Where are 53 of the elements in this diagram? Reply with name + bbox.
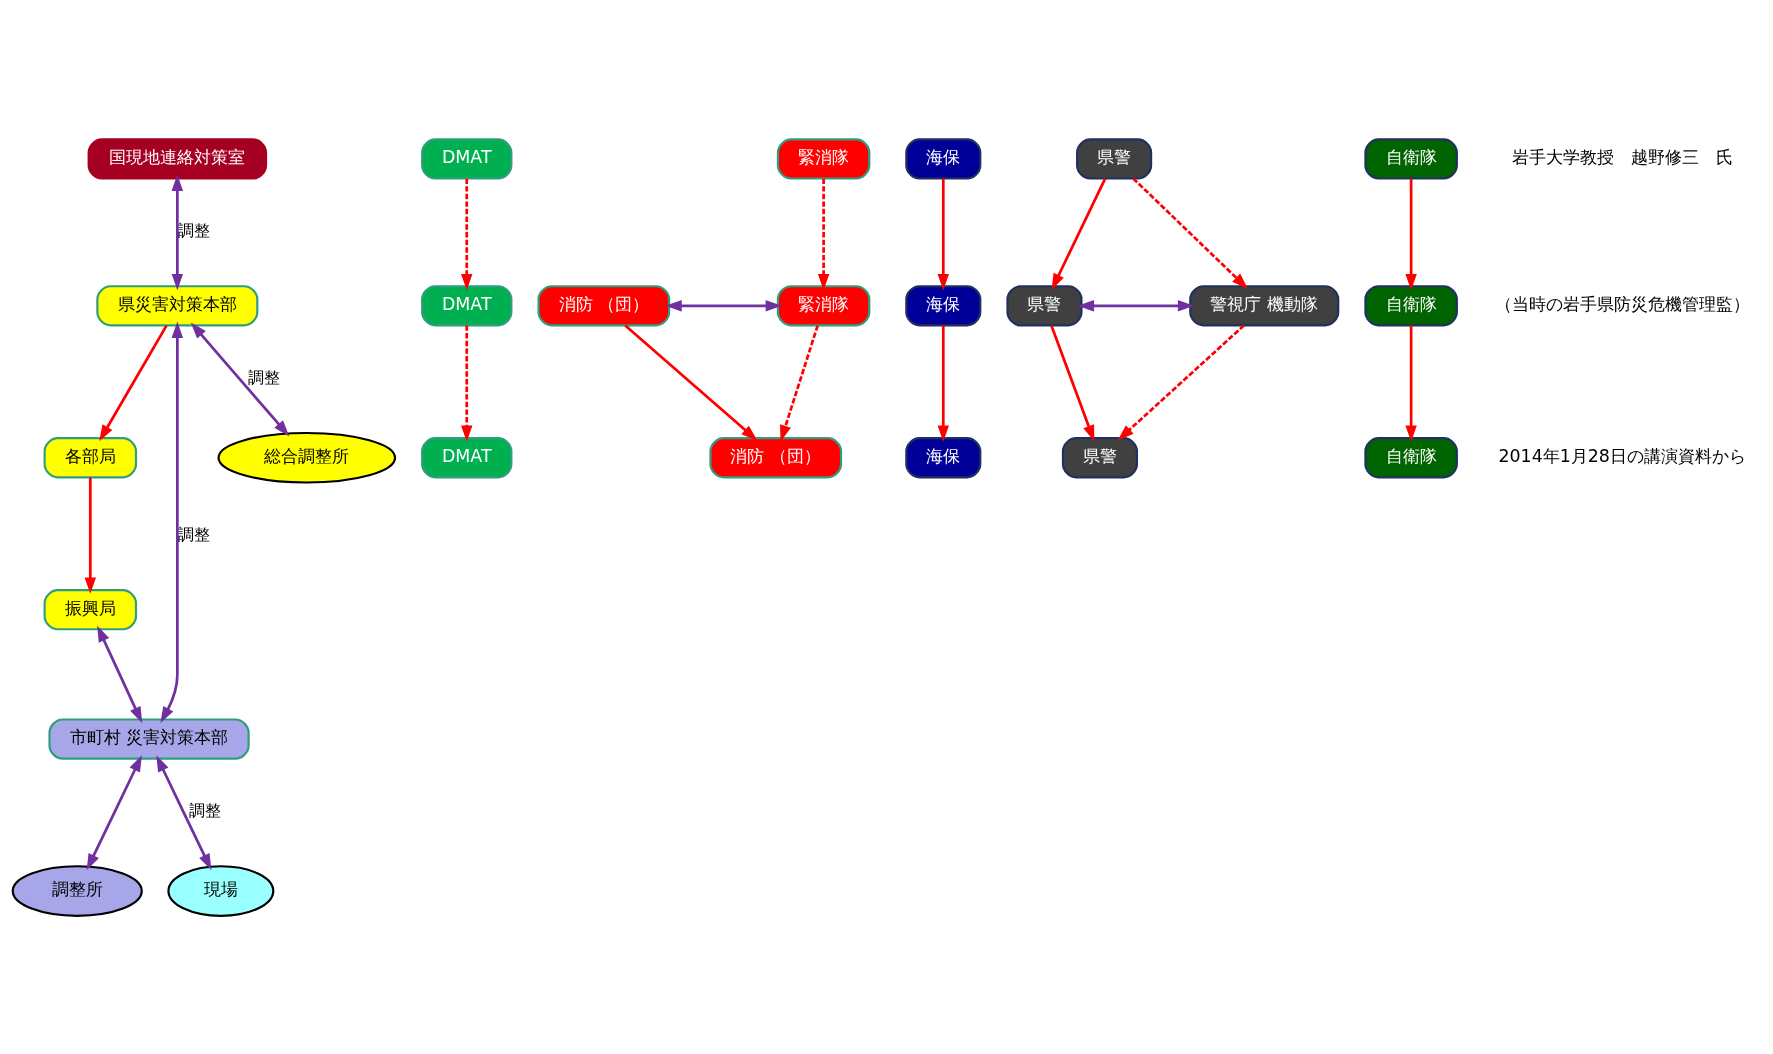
arrow bbox=[160, 321, 184, 723]
arrow bbox=[1077, 299, 1195, 312]
arrow bbox=[1117, 324, 1245, 441]
node-box: 振興局 bbox=[43, 588, 138, 630]
arrow bbox=[1405, 178, 1417, 290]
arrow bbox=[1051, 177, 1107, 290]
arrow bbox=[817, 178, 830, 290]
label: 岩手大学教授 越野修三 氏 bbox=[1511, 146, 1733, 167]
node-ellipse: 総合調整所 bbox=[217, 431, 397, 484]
arrow bbox=[937, 325, 949, 442]
node-box: 緊消隊 bbox=[776, 137, 871, 180]
label: 2014年1月28日の講演資料から bbox=[1498, 445, 1746, 466]
arrow bbox=[171, 174, 184, 290]
arrow bbox=[1050, 324, 1095, 442]
node-box: 各部局 bbox=[43, 436, 138, 478]
arrow bbox=[665, 299, 782, 312]
node-box: 県災害対策本部 bbox=[96, 284, 259, 326]
node-box: 消防 （団） bbox=[537, 284, 671, 326]
arrow bbox=[1405, 325, 1417, 442]
arrow bbox=[84, 477, 97, 594]
arrow bbox=[86, 754, 142, 870]
arrow bbox=[461, 325, 473, 442]
node-ellipse: 調整所 bbox=[11, 864, 143, 917]
node-box: 海保 bbox=[905, 284, 982, 326]
node-box: 県警 bbox=[1061, 436, 1139, 478]
arrow bbox=[1132, 177, 1248, 289]
node-box: 県警 bbox=[1006, 284, 1083, 326]
edge-label: 調整 bbox=[189, 800, 222, 820]
node-box: DMAT bbox=[421, 436, 513, 478]
arrow bbox=[624, 324, 758, 441]
node-box: 海保 bbox=[905, 436, 982, 478]
arrow bbox=[461, 178, 473, 290]
node-box: 消防 （団） bbox=[709, 436, 843, 478]
edge-label: 調整 bbox=[247, 367, 280, 387]
node-box: 市町村 災害対策本部 bbox=[48, 717, 250, 760]
arrow bbox=[780, 324, 819, 442]
node-box: DMAT bbox=[421, 284, 513, 326]
arrow bbox=[156, 754, 212, 870]
arrow bbox=[190, 321, 290, 436]
node-box: 警視庁 機動隊 bbox=[1189, 284, 1340, 326]
arrow bbox=[99, 324, 168, 441]
node-box: 自衛隊 bbox=[1364, 284, 1458, 326]
arrow bbox=[937, 178, 949, 290]
label: （当時の岩手県防災危機管理監） bbox=[1494, 293, 1750, 314]
node-ellipse: 現場 bbox=[167, 864, 275, 917]
node-box: 緊消隊 bbox=[776, 284, 871, 326]
node-box: 自衛隊 bbox=[1364, 137, 1458, 180]
node-box: 海保 bbox=[905, 137, 982, 180]
arrow bbox=[97, 625, 143, 723]
node-box: 自衛隊 bbox=[1364, 436, 1458, 478]
node-box: DMAT bbox=[421, 137, 513, 180]
node-box: 県警 bbox=[1076, 137, 1153, 180]
node-box: 国現地連絡対策室 bbox=[87, 137, 268, 180]
